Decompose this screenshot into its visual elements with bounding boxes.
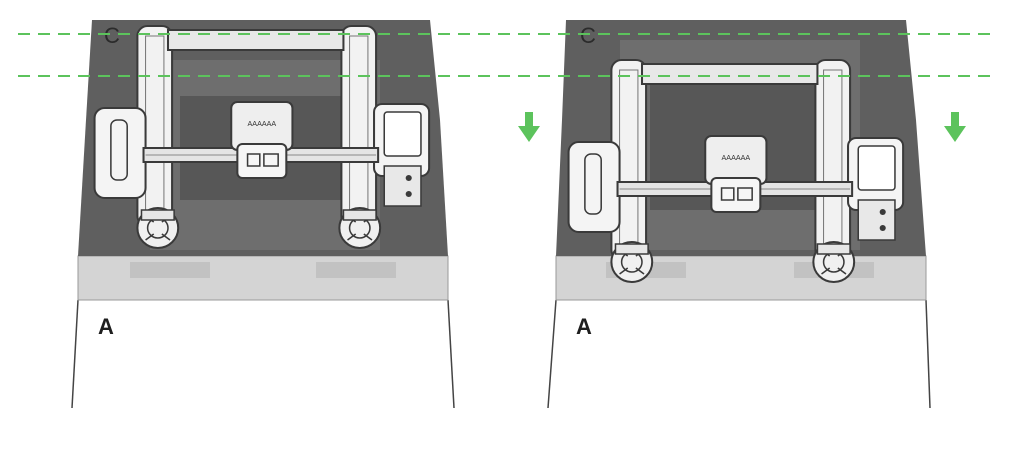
box-wall-right (447, 299, 455, 409)
label-c: C (580, 23, 596, 48)
box-wall-right (925, 299, 931, 409)
arrow-down-icon (518, 112, 540, 142)
guide-lines (18, 33, 996, 77)
label-a: A (576, 314, 592, 339)
arrow-down-icon (944, 112, 966, 142)
box-handle-right (316, 262, 396, 278)
box-wall-left (71, 299, 79, 409)
box-handle-left (130, 262, 210, 278)
panel-right: C A (547, 20, 931, 409)
panel-left: C A (71, 20, 455, 409)
label-c: C (104, 23, 120, 48)
label-a: A (98, 314, 114, 339)
box-wall-left (547, 299, 557, 409)
